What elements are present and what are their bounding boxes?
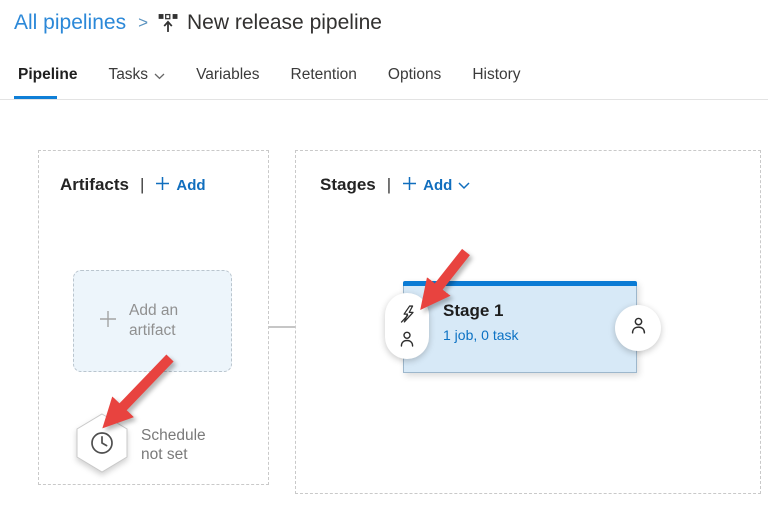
active-tab-underline bbox=[14, 96, 57, 99]
stage-job-task-link[interactable]: 1 job, 0 task bbox=[443, 327, 519, 343]
tab-history[interactable]: History bbox=[472, 66, 521, 83]
lightning-trigger-icon[interactable] bbox=[398, 304, 417, 324]
tab-pipeline[interactable]: Pipeline bbox=[18, 66, 78, 83]
plus-icon bbox=[402, 176, 417, 195]
schedule-status-label: Schedule not set bbox=[141, 426, 206, 463]
stages-panel-header: Stages | Add bbox=[320, 175, 470, 195]
artifacts-panel: Artifacts | Add Add an artifact Schedule… bbox=[38, 150, 269, 485]
page-title: New release pipeline bbox=[187, 11, 382, 34]
post-deployment-conditions-button[interactable] bbox=[615, 305, 661, 351]
tab-retention[interactable]: Retention bbox=[290, 66, 357, 83]
tab-bar: Pipeline Tasks Variables Retention Optio… bbox=[18, 66, 521, 84]
breadcrumb-separator: > bbox=[138, 13, 149, 32]
breadcrumb: All pipelines > New release pipeline bbox=[14, 11, 382, 35]
release-pipeline-icon bbox=[158, 13, 178, 33]
schedule-trigger[interactable]: Schedule not set bbox=[74, 412, 223, 479]
tab-tasks[interactable]: Tasks bbox=[108, 66, 165, 84]
add-artifact-button[interactable]: Add bbox=[155, 176, 206, 195]
stage-card-accent-bar bbox=[403, 281, 637, 286]
pre-deployment-conditions-pill[interactable] bbox=[385, 293, 429, 359]
breadcrumb-all-pipelines-link[interactable]: All pipelines bbox=[14, 11, 127, 34]
tab-options[interactable]: Options bbox=[387, 66, 442, 83]
header-divider: | bbox=[139, 175, 145, 194]
artifacts-title: Artifacts bbox=[60, 175, 129, 194]
stage-card-body: Stage 1 1 job, 0 task bbox=[403, 286, 637, 373]
plus-icon bbox=[155, 176, 170, 195]
add-an-artifact-label: Add an artifact bbox=[129, 301, 179, 339]
plus-icon bbox=[98, 309, 118, 334]
add-an-artifact-dropzone[interactable]: Add an artifact bbox=[73, 270, 232, 372]
add-stage-button[interactable]: Add bbox=[402, 176, 470, 195]
stages-title: Stages bbox=[320, 175, 376, 194]
tab-variables[interactable]: Variables bbox=[196, 66, 260, 83]
chevron-down-icon bbox=[154, 73, 165, 80]
artifacts-panel-header: Artifacts | Add bbox=[60, 175, 206, 195]
header-divider: | bbox=[386, 175, 392, 194]
tab-bar-divider bbox=[0, 99, 768, 100]
stage-name: Stage 1 bbox=[443, 301, 504, 320]
stage-card[interactable]: Stage 1 1 job, 0 task bbox=[403, 281, 637, 373]
person-icon[interactable] bbox=[398, 330, 416, 348]
chevron-down-icon[interactable] bbox=[458, 182, 470, 190]
person-icon bbox=[629, 316, 648, 340]
clock-icon[interactable] bbox=[74, 412, 130, 479]
